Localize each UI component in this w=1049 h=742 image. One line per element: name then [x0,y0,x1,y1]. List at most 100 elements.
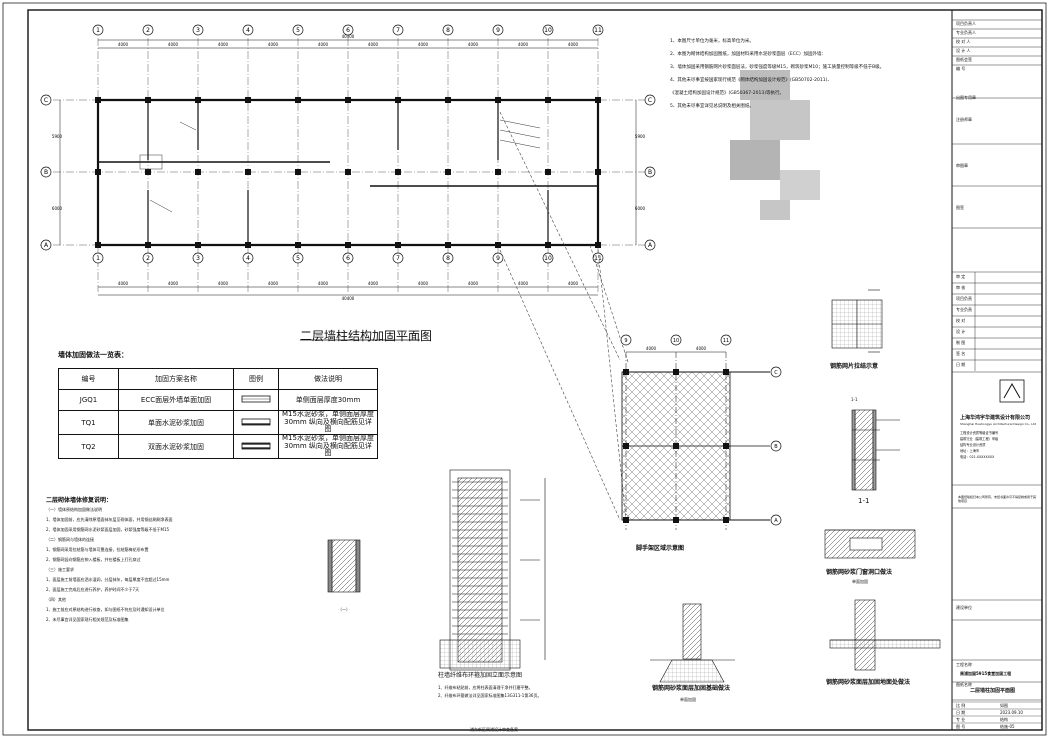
column-mark [245,169,251,175]
column-mark [95,242,101,248]
legend-code: TQ1 [58,409,119,436]
axis-bubble [770,440,782,452]
axis-bubble [292,252,304,264]
axis-bubble [142,24,154,36]
axis-label-top: 11 [594,27,602,34]
axis-label-top: 1 [96,27,100,34]
axis-label-left: A [44,242,49,249]
axis-label-top: 10 [544,27,552,34]
column-mark [95,97,101,103]
column-note: 2、纤维布环箍做法详见国家标准图集13G311-1第36页。 [438,693,542,698]
repair-note-line: 2、未尽事宜详见国家现行相关规范及标准图集 [46,617,129,622]
dim-bottom: 4000 [118,281,129,286]
column-mark [195,242,201,248]
opening-caption: 钢筋网砂浆门窗洞口做法 [826,569,893,576]
wall-section-1 [327,539,361,593]
scaffold-dim: 4000 [696,346,707,351]
general-note-line: 3、墙体加固采用钢筋网片砂浆面层法，砂浆强度等级M15，砌筑砂浆M10；施工质量… [670,65,885,70]
inner-frame [27,9,1043,731]
plan-title: 二层墙柱结构加固平面图 [300,329,433,343]
general-note-line: 1、本图尺寸单位为毫米，标高单位为米。 [670,39,754,44]
legend-header-name: 加固方案名称 [118,368,234,390]
title-block-sign: 审 核 [956,285,966,290]
title-block-sign: 校 对 [956,318,966,323]
general-note-line: 2、本图为砌体结构加固图纸，加固材料采用水泥砂浆面层（ECC）加固外墙： [670,52,826,57]
dim-top: 4000 [568,42,579,47]
title-block-meta-key: 日 期 [956,709,966,715]
axis-label-bottom: 9 [496,255,500,262]
axis-label-top: 7 [396,27,400,34]
axis-bubble [442,252,454,264]
column-mark [395,97,401,103]
legend-row: TQ2 双面水泥砂浆加固 M15水泥砂浆，单侧面层厚度30mm 纵向及横向配筋见… [58,434,378,460]
repair-note-line: 1、钢筋网采用拉结筋与墙体可靠连接，拉结筋梅花形布置 [46,547,149,552]
column-mark [723,369,729,375]
axis-label-bottom: 1 [96,255,100,262]
general-note-line: 4、其他未尽事宜按国家现行规范《砌体结构加固设计规范》(GB50702-2011… [670,78,832,83]
company-logo [999,379,1025,403]
company-name: 上海华鸿宇华建筑设计有限公司 [960,415,1031,421]
company-info-line: 建筑行业（建筑工程）甲级 [960,437,999,441]
title-block-label: 项目负责人 [956,21,976,26]
section-label: 1-1 [858,497,870,505]
opening-detail [824,529,916,559]
title-block-sign: 项目负责 [956,296,972,301]
legend-table: 编号 加固方案名称 图例 做法说明 JGQ1 ECC面层外墙单面加固 单侧面层厚… [58,368,378,460]
legend-name: 单面水泥砂浆加固 [118,409,234,436]
title-block-field: 工程名称 [956,662,972,667]
axis-bubble [92,252,104,264]
axis-bubble [192,252,204,264]
title-block-sign: 专业负责 [956,307,972,312]
axis-label-left: C [44,97,48,104]
axis-bubble [142,252,154,264]
foundation-caption: 钢筋网砂浆面层加固基础做法 [652,685,731,692]
axis-label-top: 2 [146,27,150,34]
company-info-line: 电话：021-XXXXXXXX [960,455,995,459]
column-mark [445,97,451,103]
axis-label-bottom: 11 [594,255,602,262]
legend-swatch-icon [233,409,279,436]
title-block-meta-value: 结构 [1000,716,1008,722]
axis-label-top: 5 [296,27,300,34]
axis-label-bottom: 8 [446,255,450,262]
title-block-sign: 制 图 [956,340,966,345]
column-mark [623,369,629,375]
foundation-sub-label: 单面加固 [680,697,696,702]
axis-label-top: 4 [246,27,250,34]
dim-side: 5900 [635,134,646,139]
scaffold-row-label: B [774,444,778,450]
dim-bottom: 4000 [168,281,179,286]
scaffold-row-label: A [774,518,778,524]
axis-label-top: 8 [446,27,450,34]
dim-top: 4000 [418,42,429,47]
column-mark [345,242,351,248]
dim-top: 4000 [118,42,129,47]
legend-code: TQ2 [58,434,119,460]
axis-label-left: B [44,169,48,176]
axis-bubble [770,366,782,378]
legend-header-swatch: 图例 [233,368,279,390]
title-block-label: 专业负责人 [956,30,976,35]
column-mark [295,169,301,175]
axis-label-bottom: 5 [296,255,300,262]
repair-note-line: （一）墙体原结构加固做法说明 [46,507,102,512]
column-mark [495,169,501,175]
company-info-line: 地址：上海市 [960,449,980,453]
legend-header-note: 做法说明 [278,368,378,390]
dim-side: 6000 [52,206,63,211]
axis-bubble [392,24,404,36]
wall-section-label: （一） [338,607,350,612]
dim-top: 4000 [468,42,479,47]
axis-bubble [720,334,732,346]
dim-bottom: 4000 [368,281,379,286]
redacted-region [730,70,820,220]
disclaimer: 本图纸版权归本公司所有，未经书面许可不得复制或用于其他项目 [958,495,1037,503]
axis-bubble [392,252,404,264]
axis-bubble [592,252,604,264]
repair-note-line: 1、墙体加固前，应先清除原墙面抹灰层至砌体面，并用钢丝刷刷净表面 [46,517,173,522]
axis-label-top: 6 [346,27,350,34]
title-block-meta-key: 图 号 [956,723,966,729]
